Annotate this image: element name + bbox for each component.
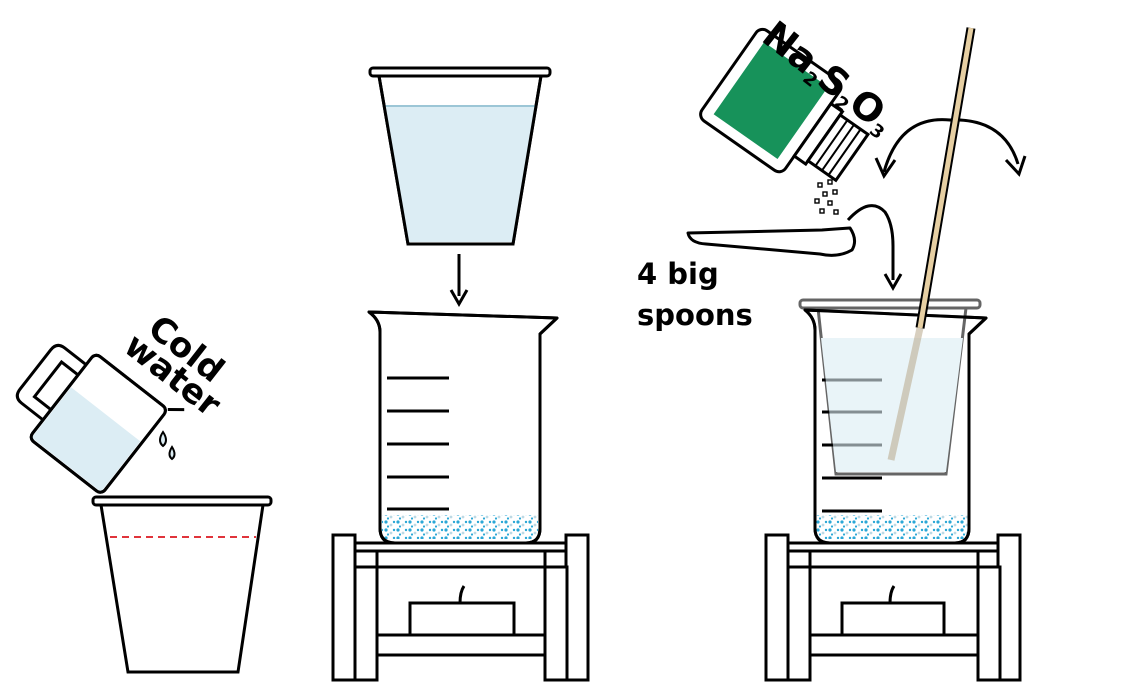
water-drops-icon bbox=[159, 430, 176, 461]
pour-arrow-icon bbox=[449, 254, 469, 308]
burner-stand-right bbox=[764, 533, 1022, 682]
burner-stand-left bbox=[331, 533, 590, 682]
beaker-left bbox=[367, 310, 559, 545]
crystals-layer bbox=[382, 515, 538, 539]
stir-arrows-icon bbox=[874, 118, 1027, 180]
stirring-stick bbox=[887, 27, 976, 461]
curved-arrow-icon bbox=[846, 204, 903, 292]
spoons-label-line2: spoons bbox=[637, 298, 753, 332]
falling-powder-icon bbox=[814, 179, 839, 215]
candle-icon-right bbox=[840, 601, 946, 637]
pitcher-icon bbox=[15, 343, 185, 494]
cup-of-water bbox=[368, 66, 552, 246]
spoon-icon bbox=[686, 226, 857, 257]
candle-icon bbox=[408, 601, 516, 637]
spoons-label-line1: 4 big bbox=[637, 257, 719, 291]
crystals-layer-right bbox=[815, 515, 969, 539]
inner-cup bbox=[798, 298, 982, 476]
bottle-icon bbox=[699, 27, 871, 183]
empty-cup bbox=[91, 495, 273, 674]
